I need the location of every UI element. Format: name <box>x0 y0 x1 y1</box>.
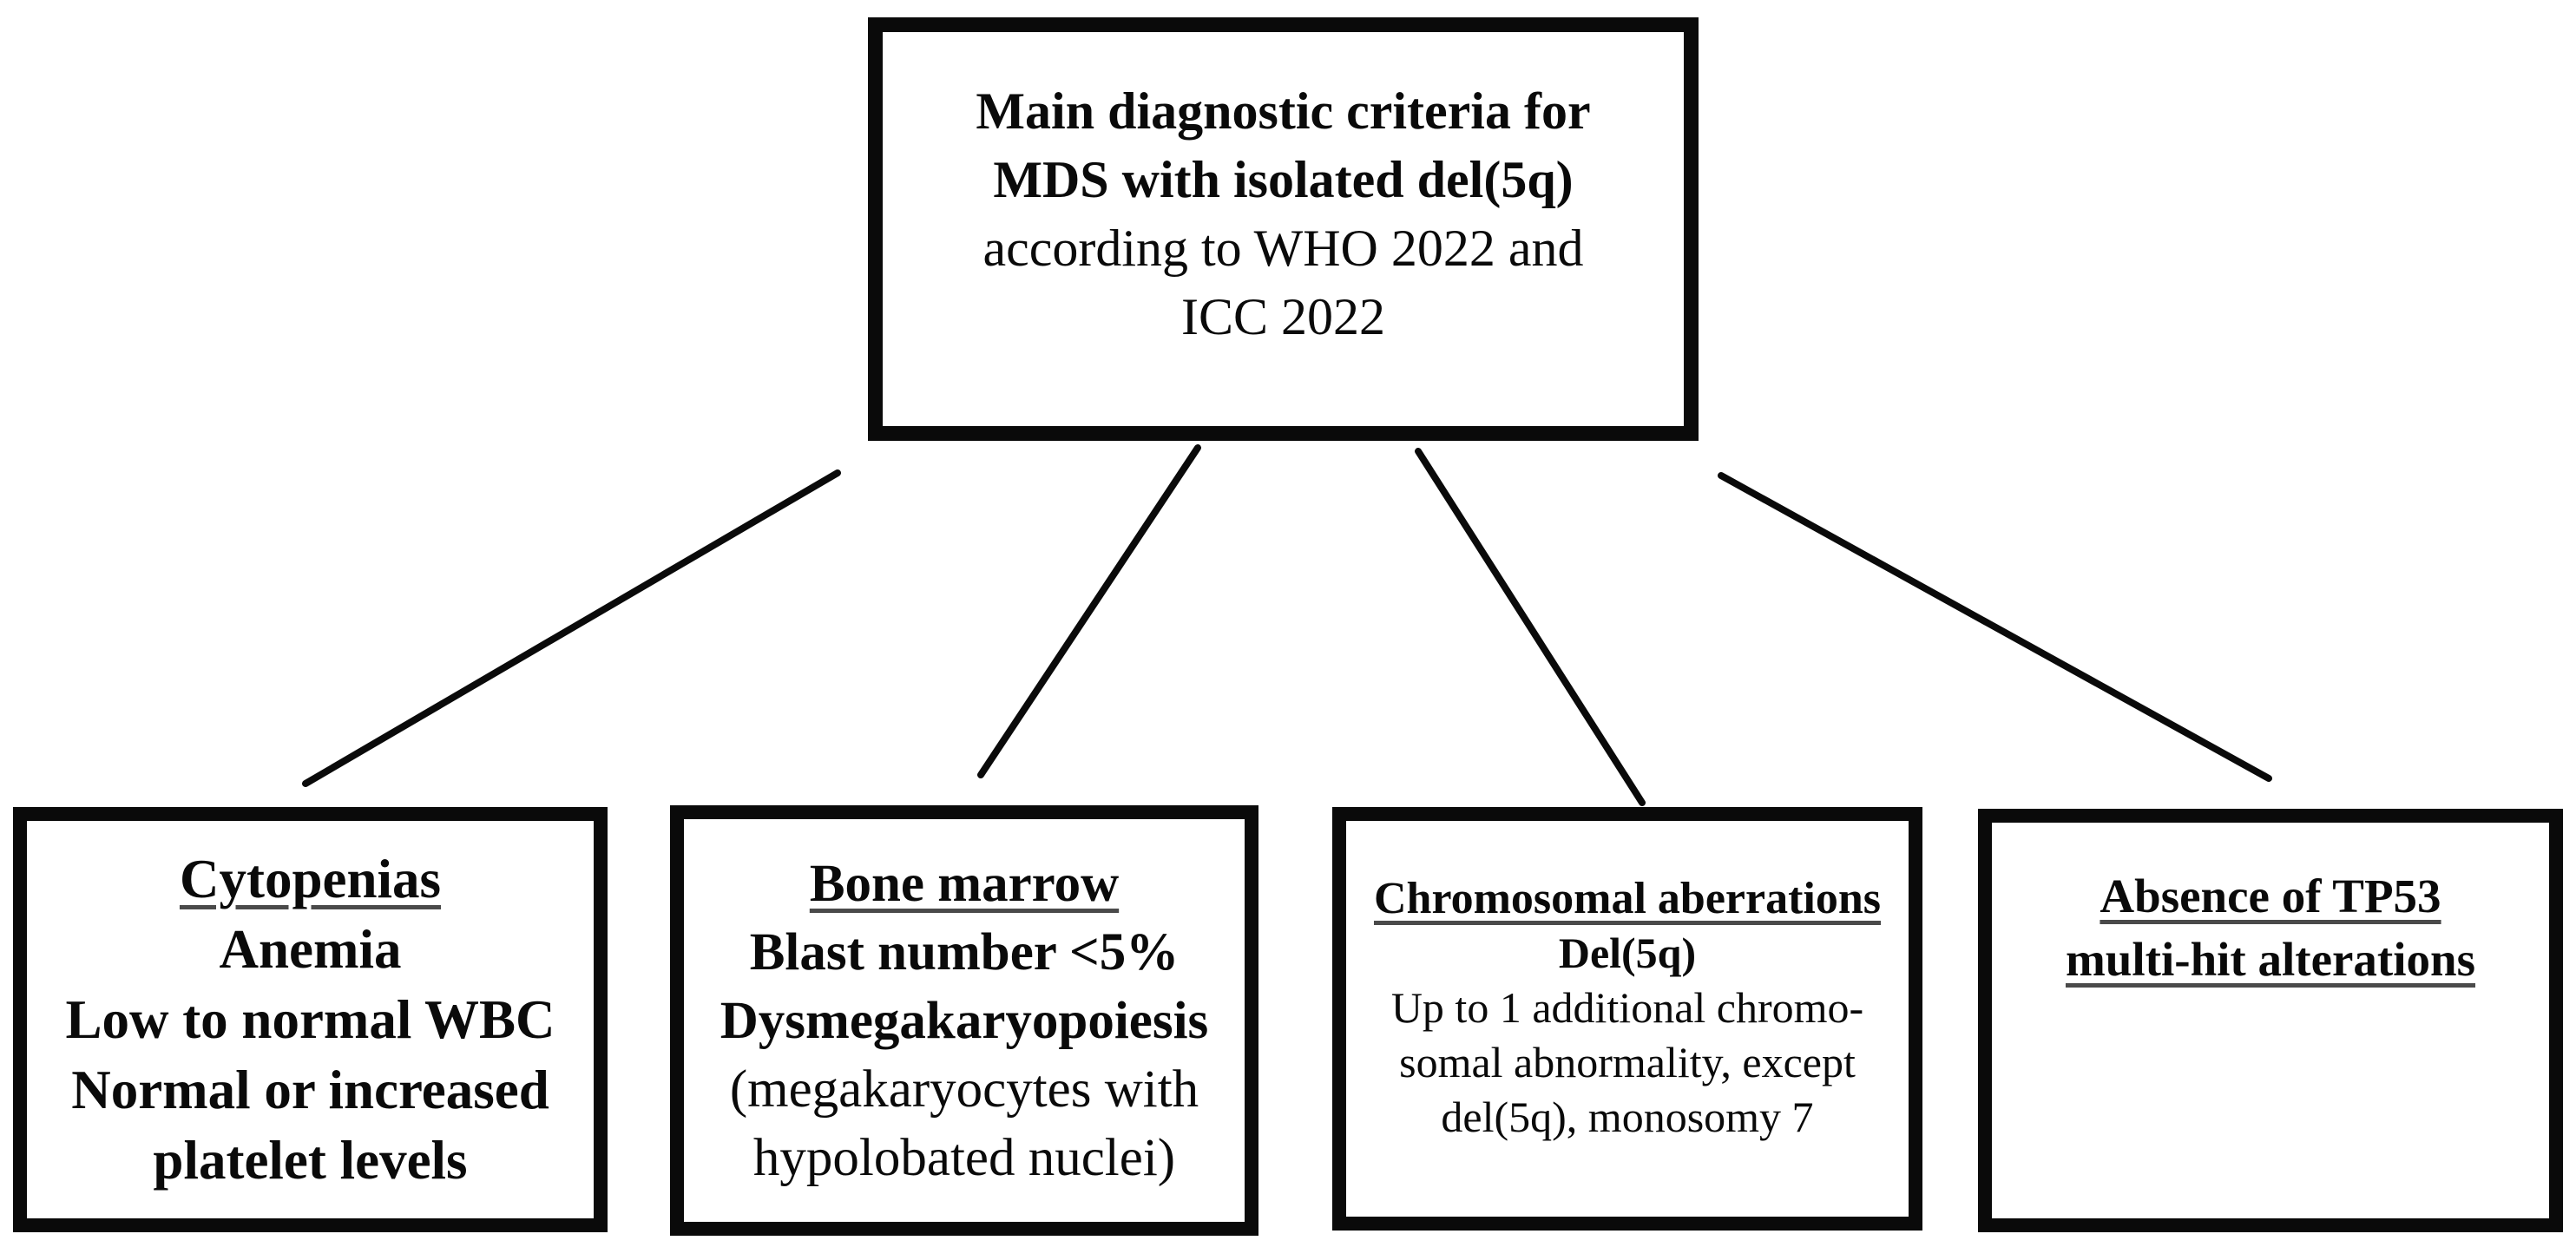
box-chromosomal-line: somal abnormality, except <box>1399 1037 1856 1086</box>
box-cytopenias-line: Normal or increased <box>71 1059 549 1120</box>
box-cytopenias-line: platelet levels <box>153 1129 468 1191</box>
root-box-line: Main diagnostic criteria for <box>976 82 1591 140</box>
box-bone-marrow: Bone marrow Blast number <5% Dysmegakary… <box>670 805 1258 1236</box>
root-box-line: ICC 2022 <box>1180 288 1386 345</box>
box-bone-marrow-line: Blast number <5% <box>749 922 1180 981</box>
box-chromosomal-title: Chromosomal aberrations <box>1373 873 1881 923</box>
connector-line-chromosomal-aberrations <box>1415 448 1646 806</box>
root-box-line: MDS with isolated del(5q) <box>993 151 1574 208</box>
connector-line-cytopenias <box>302 469 841 787</box>
box-chromosomal-line: del(5q), monosomy 7 <box>1441 1092 1814 1141</box>
box-chromosomal-aberrations: Chromosomal aberrations Del(5q) Up to 1 … <box>1332 807 1922 1231</box>
box-cytopenias: Cytopenias Anemia Low to normal WBC Norm… <box>13 807 608 1232</box>
box-bone-marrow-title: Bone marrow <box>809 854 1120 913</box>
connector-line-bone-marrow <box>977 444 1201 778</box>
box-tp53: Absence of TP53 multi-hit alterations <box>1978 809 2563 1232</box>
box-cytopenias-line: Low to normal WBC <box>65 988 555 1050</box>
box-tp53-title: multi-hit alterations <box>2065 933 2476 986</box>
root-box: Main diagnostic criteria for MDS with is… <box>868 17 1699 441</box>
box-chromosomal-line: Up to 1 additional chromo- <box>1390 982 1864 1032</box>
box-cytopenias-line: Anemia <box>219 918 402 980</box>
box-cytopenias-title: Cytopenias <box>179 848 442 909</box>
root-box-line: according to WHO 2022 and <box>982 220 1584 277</box>
connector-line-tp53 <box>1718 472 2272 782</box>
box-tp53-title: Absence of TP53 <box>2100 870 2441 922</box>
box-chromosomal-line: Del(5q) <box>1558 928 1697 977</box>
box-bone-marrow-line: hypolobated nuclei) <box>752 1128 1176 1187</box>
box-bone-marrow-line: Dysmegakaryopoiesis <box>720 991 1209 1050</box>
box-bone-marrow-line: (megakaryocytes with <box>729 1060 1199 1119</box>
